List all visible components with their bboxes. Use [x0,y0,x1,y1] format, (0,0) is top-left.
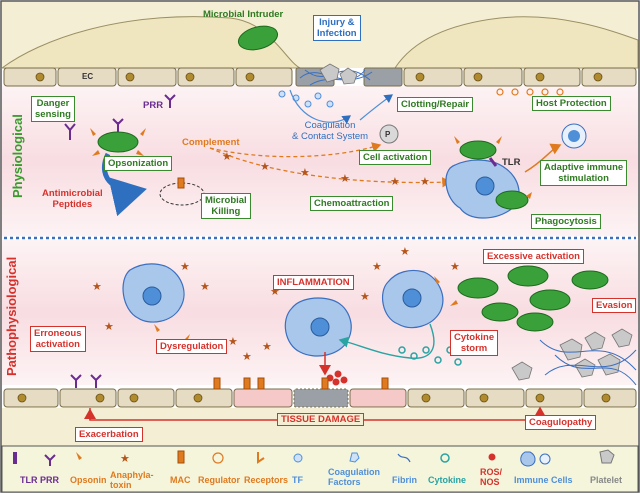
label-clotting-repair: Clotting/Repair [397,97,474,112]
legend-regulator: Regulator [198,475,241,485]
label-tlr: TLR [502,157,521,168]
legend-fibrin: Fibrin [392,475,417,485]
svg-text:★: ★ [450,260,460,273]
prr-glyph-1 [64,123,76,140]
excessive-microbes [457,265,609,332]
tissue-right [394,16,639,69]
legend-tf: TF [292,475,303,485]
legend-receptors: Receptors [244,475,289,485]
label-dysregulation: Dysregulation [156,339,228,354]
microbe-tlr [459,140,497,160]
platelet-p [379,124,399,144]
legend-immune-cells: Immune Cells [514,475,573,485]
legend-opsonin: Opsonin [70,475,107,485]
label-excessive-activation: Excessive activation [483,249,584,264]
endothelium-bottom [3,388,637,408]
legend-platelet: Platelet [590,475,623,485]
prr-bottom [70,374,102,388]
label-adaptive-immune: Adaptive immune stimulation [540,160,628,186]
ec-nuclei-top [35,72,603,82]
legend-tlr: TLR [20,475,38,485]
label-cytokine-storm: Cytokine storm [450,330,499,356]
label-evasion: Evasion [592,298,637,313]
ec-nuclei-bottom [17,393,611,403]
platelet-cluster-bottom [511,328,633,381]
label-complement: Complement [182,137,240,148]
prr-glyph-2 [164,94,176,108]
legend-icons: ★ [13,449,615,467]
label-p: P [385,130,391,139]
svg-text:★: ★ [400,245,410,258]
mac [177,177,185,189]
legend-prr: PRR [40,475,60,485]
svg-text:★: ★ [372,260,382,273]
coag-factors-top [278,90,334,108]
complement-arrow-2 [209,147,452,188]
label-coagulation-contact: Coagulation & Contact System [292,120,369,142]
label-phagocytosis: Phagocytosis [531,214,601,229]
microbial-intruder [237,25,279,51]
label-prr: PRR [143,100,164,111]
svg-text:★: ★ [228,335,238,348]
label-erroneous-activation: Erroneous activation [30,326,86,352]
svg-text:★: ★ [92,280,102,293]
svg-text:★: ★ [180,260,190,273]
opsonins-cell [454,136,532,199]
svg-text:★: ★ [270,285,280,298]
label-microbial-killing: Microbial Killing [201,193,251,219]
label-danger-sensing: Danger sensing [31,96,75,122]
mac-bottom [213,377,389,390]
legend-mac: MAC [170,475,191,485]
legend-cytokine: Cytokine [428,475,467,485]
host-protection-dots [496,88,564,96]
fibrin-bottom [539,339,637,386]
label-exacerbation: Exacerbation [75,427,143,442]
svg-text:★: ★ [222,150,232,163]
legend-anaphylatoxin: Anaphyla- toxin [110,470,154,490]
svg-text:★: ★ [300,166,310,179]
svg-text:★: ★ [420,175,430,188]
svg-text:★: ★ [262,340,272,353]
svg-text:★: ★ [260,160,270,173]
svg-text:★: ★ [104,320,114,333]
label-chemoattraction: Chemoattraction [310,196,394,211]
svg-text:★: ★ [200,280,210,293]
tissue-left [0,16,301,69]
label-host-protection: Host Protection [532,96,611,111]
label-ec: EC [82,72,94,81]
svg-text:★: ★ [360,290,370,303]
immune-cell-nucleus [475,176,495,196]
legend-bar [1,445,639,493]
endothelium-top [3,67,637,87]
label-tissue-damage: TISSUE DAMAGE [277,413,365,426]
label-coagulopathy: Coagulopathy [525,415,597,430]
label-inflammation: INFLAMMATION [273,275,354,290]
svg-text:★: ★ [242,350,252,363]
phagocytosed-microbe [495,190,529,210]
svg-text:★: ★ [120,452,130,465]
opsonized-microbe [97,131,139,153]
cytokine-arrow [338,323,435,359]
label-opsonization: Opsonization [104,156,173,171]
anaphylatoxins-top: ★ ★ ★ ★ ★ ★ [222,150,430,188]
legend-coagulation-factors: Coagulation Factors [328,467,380,487]
label-antimicrobial-peptides: Antimicrobial Peptides [42,188,103,210]
anaphylatoxins-patho: ★ ★ ★ ★ ★ ★ ★ ★ ★ ★ ★ ★ [92,245,460,363]
complement-arrow-1 [209,142,382,158]
section-label-pathophysiological: Pathophysiological [4,256,19,376]
section-label-physiological: Physiological [10,114,25,198]
label-microbial-intruder: Microbial Intruder [203,9,284,20]
svg-text:★: ★ [340,172,350,185]
label-injury-infection: Injury & Infection [313,15,361,41]
legend-ros-nos: ROS/ NOS [480,467,503,487]
label-cell-activation: Cell activation [359,150,432,165]
opsonins-top [90,128,146,156]
platelet-cluster-top [319,63,358,85]
svg-text:★: ★ [390,175,400,188]
